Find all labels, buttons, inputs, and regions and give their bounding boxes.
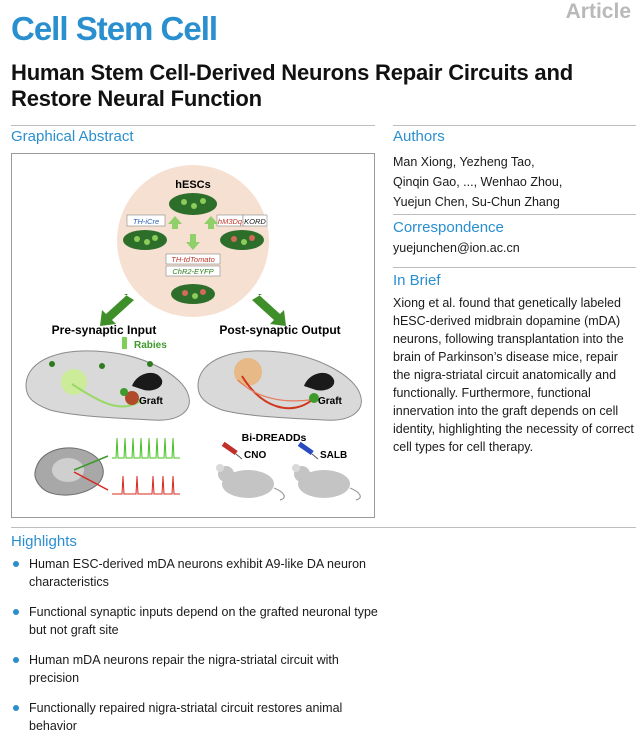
highlight-item: Human ESC-derived mDA neurons exhibit A9… <box>11 555 391 591</box>
hescs-label: hESCs <box>175 179 210 191</box>
cno-label: CNO <box>244 450 266 461</box>
th-icre-label: TH-iCre <box>133 217 159 226</box>
highlight-item: Human mDA neurons repair the nigra-stria… <box>11 651 391 687</box>
graphical-abstract-illustration: hESCs TH-iCre hM3Dq KORD TH-tdTomato ChR… <box>25 165 362 501</box>
author-line: Man Xiong, Yezheng Tao, <box>393 155 535 169</box>
syringe-cno <box>221 441 243 460</box>
highlight-item: Functionally repaired nigra-striatal cir… <box>11 699 391 735</box>
in-brief-heading: In Brief <box>393 272 441 289</box>
mouse-right <box>292 464 361 501</box>
graft-right-label: Graft <box>318 396 343 407</box>
graphical-abstract-figure: hESCs TH-iCre hM3Dq KORD TH-tdTomato ChR… <box>11 153 375 518</box>
right-brain-diagram <box>197 350 362 421</box>
chr2-eyfp-label: ChR2-EYFP <box>172 267 213 276</box>
highlight-text: Human ESC-derived mDA neurons exhibit A9… <box>29 557 366 589</box>
pre-synaptic-label: Pre-synaptic Input <box>52 323 157 337</box>
post-synaptic-label: Post-synaptic Output <box>219 323 340 337</box>
divider <box>11 527 636 528</box>
highlight-text: Functionally repaired nigra-striatal cir… <box>29 701 343 733</box>
graphical-abstract-heading: Graphical Abstract <box>11 128 134 145</box>
bullet-icon <box>13 657 19 663</box>
highlights-heading: Highlights <box>11 533 77 550</box>
bullet-icon <box>13 705 19 711</box>
salb-label: SALB <box>320 450 347 461</box>
rabies-label: Rabies <box>134 340 167 351</box>
correspondence-email[interactable]: yuejunchen@ion.ac.cn <box>393 241 520 255</box>
bullet-icon <box>13 609 19 615</box>
authors-list: Man Xiong, Yezheng Tao, Qinqin Gao, ...,… <box>393 152 562 212</box>
highlight-text: Human mDA neurons repair the nigra-stria… <box>29 653 339 685</box>
cell-cluster-left <box>123 230 167 250</box>
author-line: Qinqin Gao, ..., Wenhao Zhou, <box>393 175 563 189</box>
author-line: Yuejun Chen, Su-Chun Zhang <box>393 195 560 209</box>
green-trace <box>112 437 180 459</box>
th-tdtomato-tag <box>165 253 221 265</box>
highlight-item: Functional synaptic inputs depend on the… <box>11 603 391 639</box>
kord-tag <box>242 214 268 227</box>
divider <box>11 125 375 126</box>
chr2-eyfp-tag <box>165 265 221 277</box>
inner-arrows <box>168 216 218 250</box>
article-type-label: Article <box>565 0 631 23</box>
journal-name: Cell Stem Cell <box>11 10 218 47</box>
correspondence-heading: Correspondence <box>393 219 504 236</box>
authors-heading: Authors <box>393 128 445 145</box>
divider <box>393 125 636 126</box>
mouse-head-diagram <box>34 447 109 496</box>
syringe-salb <box>297 441 319 460</box>
th-tdtomato-label: TH-tdTomato <box>171 255 215 264</box>
hm3dq-label: hM3Dq <box>218 217 243 226</box>
bi-dreadds-label: Bi-DREADDs <box>242 432 307 444</box>
bullet-icon <box>13 561 19 567</box>
article-title: Human Stem Cell-Derived Neurons Repair C… <box>11 60 573 111</box>
highlights-list: Human ESC-derived mDA neurons exhibit A9… <box>11 555 391 747</box>
cell-cluster-right <box>220 230 264 250</box>
th-icre-tag <box>126 214 166 227</box>
red-trace <box>112 475 180 495</box>
divider <box>393 214 636 215</box>
graft-left-label: Graft <box>139 396 164 407</box>
kord-label: KORD <box>244 217 266 226</box>
green-arrows <box>100 294 286 326</box>
cell-cluster-bottom <box>171 284 215 304</box>
divider <box>393 267 636 268</box>
mouse-left <box>216 464 285 501</box>
left-brain-diagram <box>25 337 190 421</box>
cell-cluster-top <box>169 193 217 215</box>
in-brief-text: Xiong et al. found that genetically labe… <box>393 296 634 454</box>
highlight-text: Functional synaptic inputs depend on the… <box>29 605 378 637</box>
